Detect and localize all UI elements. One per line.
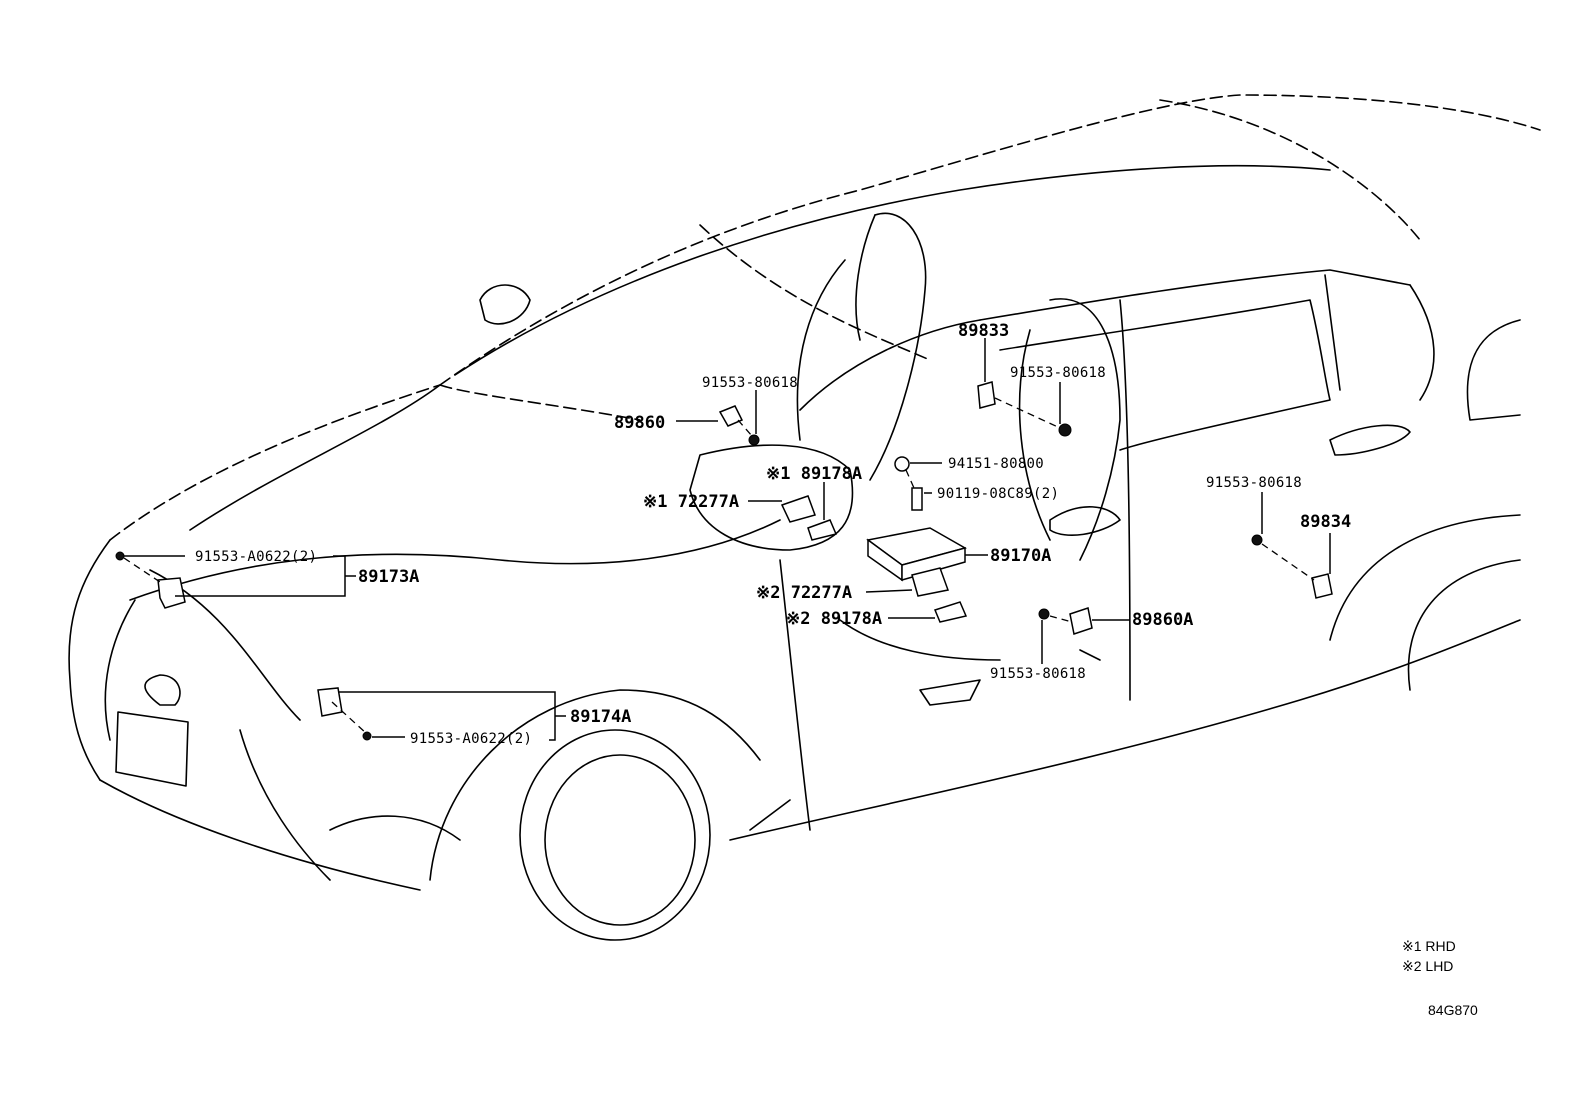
label-91553-80618-89860: 91553-80618 [702, 375, 798, 391]
label-91553-a0622-lower: 91553-A0622(2) [410, 731, 532, 747]
part-89860-sensor [718, 405, 744, 427]
part-89860a-sensor [1069, 607, 1093, 635]
nut-94151-80800 [894, 456, 910, 472]
label-89178a-rhd: ※1 89178A [766, 464, 862, 484]
bolt-91553-80618-89860 [748, 434, 760, 446]
label-91553-80618-89860a: 91553-80618 [990, 666, 1086, 682]
part-72277a-rhd-bracket [780, 495, 816, 523]
bolt-90119-08c89 [911, 487, 923, 511]
label-89170a: 89170A [990, 546, 1051, 566]
part-72277a-lhd-bracket [911, 567, 950, 597]
label-91553-a0622-upper: 91553-A0622(2) [195, 549, 317, 565]
bolt-91553-80618-89834 [1251, 534, 1263, 546]
label-72277a-rhd: ※1 72277A [643, 492, 739, 512]
bolt-91553-80618-89833 [1058, 423, 1072, 437]
part-89173a-sensor [157, 577, 186, 609]
label-89860a: 89860A [1132, 610, 1193, 630]
label-89174a: 89174A [570, 707, 631, 727]
label-89834: 89834 [1300, 512, 1351, 532]
bolt-91553-a0622-upper [115, 551, 125, 561]
diagram-code: 84G870 [1428, 1002, 1478, 1018]
bolt-91553-a0622-lower [362, 731, 372, 741]
label-89860: 89860 [614, 413, 665, 433]
part-89834-sensor [1311, 573, 1333, 599]
label-91553-80618-89834: 91553-80618 [1206, 475, 1302, 491]
label-90119-08c89: 90119-08C89(2) [937, 486, 1059, 502]
part-89833-sensor [977, 381, 996, 409]
bolt-91553-80618-89860a [1038, 608, 1050, 620]
car-outline [68, 94, 1541, 941]
label-89833: 89833 [958, 321, 1009, 341]
label-91553-80618-seat: 91553-80618 [1010, 365, 1106, 381]
legend-lhd: ※2 LHD [1402, 958, 1453, 974]
label-94151-80800: 94151-80800 [948, 456, 1044, 472]
part-89178a-lhd-sensor [933, 601, 968, 623]
parts [115, 381, 1333, 741]
label-89178a-lhd: ※2 89178A [786, 609, 882, 629]
label-72277a-lhd: ※2 72277A [756, 583, 852, 603]
part-labels: 89833 91553-80618 91553-80618 89860 ※1 8… [195, 321, 1351, 747]
legend-rhd: ※1 RHD [1402, 938, 1456, 954]
legend: ※1 RHD ※2 LHD 84G870 [1402, 938, 1478, 1018]
label-89173a: 89173A [358, 567, 419, 587]
leader-lines [123, 338, 1331, 741]
part-89178a-rhd-sensor [807, 519, 838, 541]
